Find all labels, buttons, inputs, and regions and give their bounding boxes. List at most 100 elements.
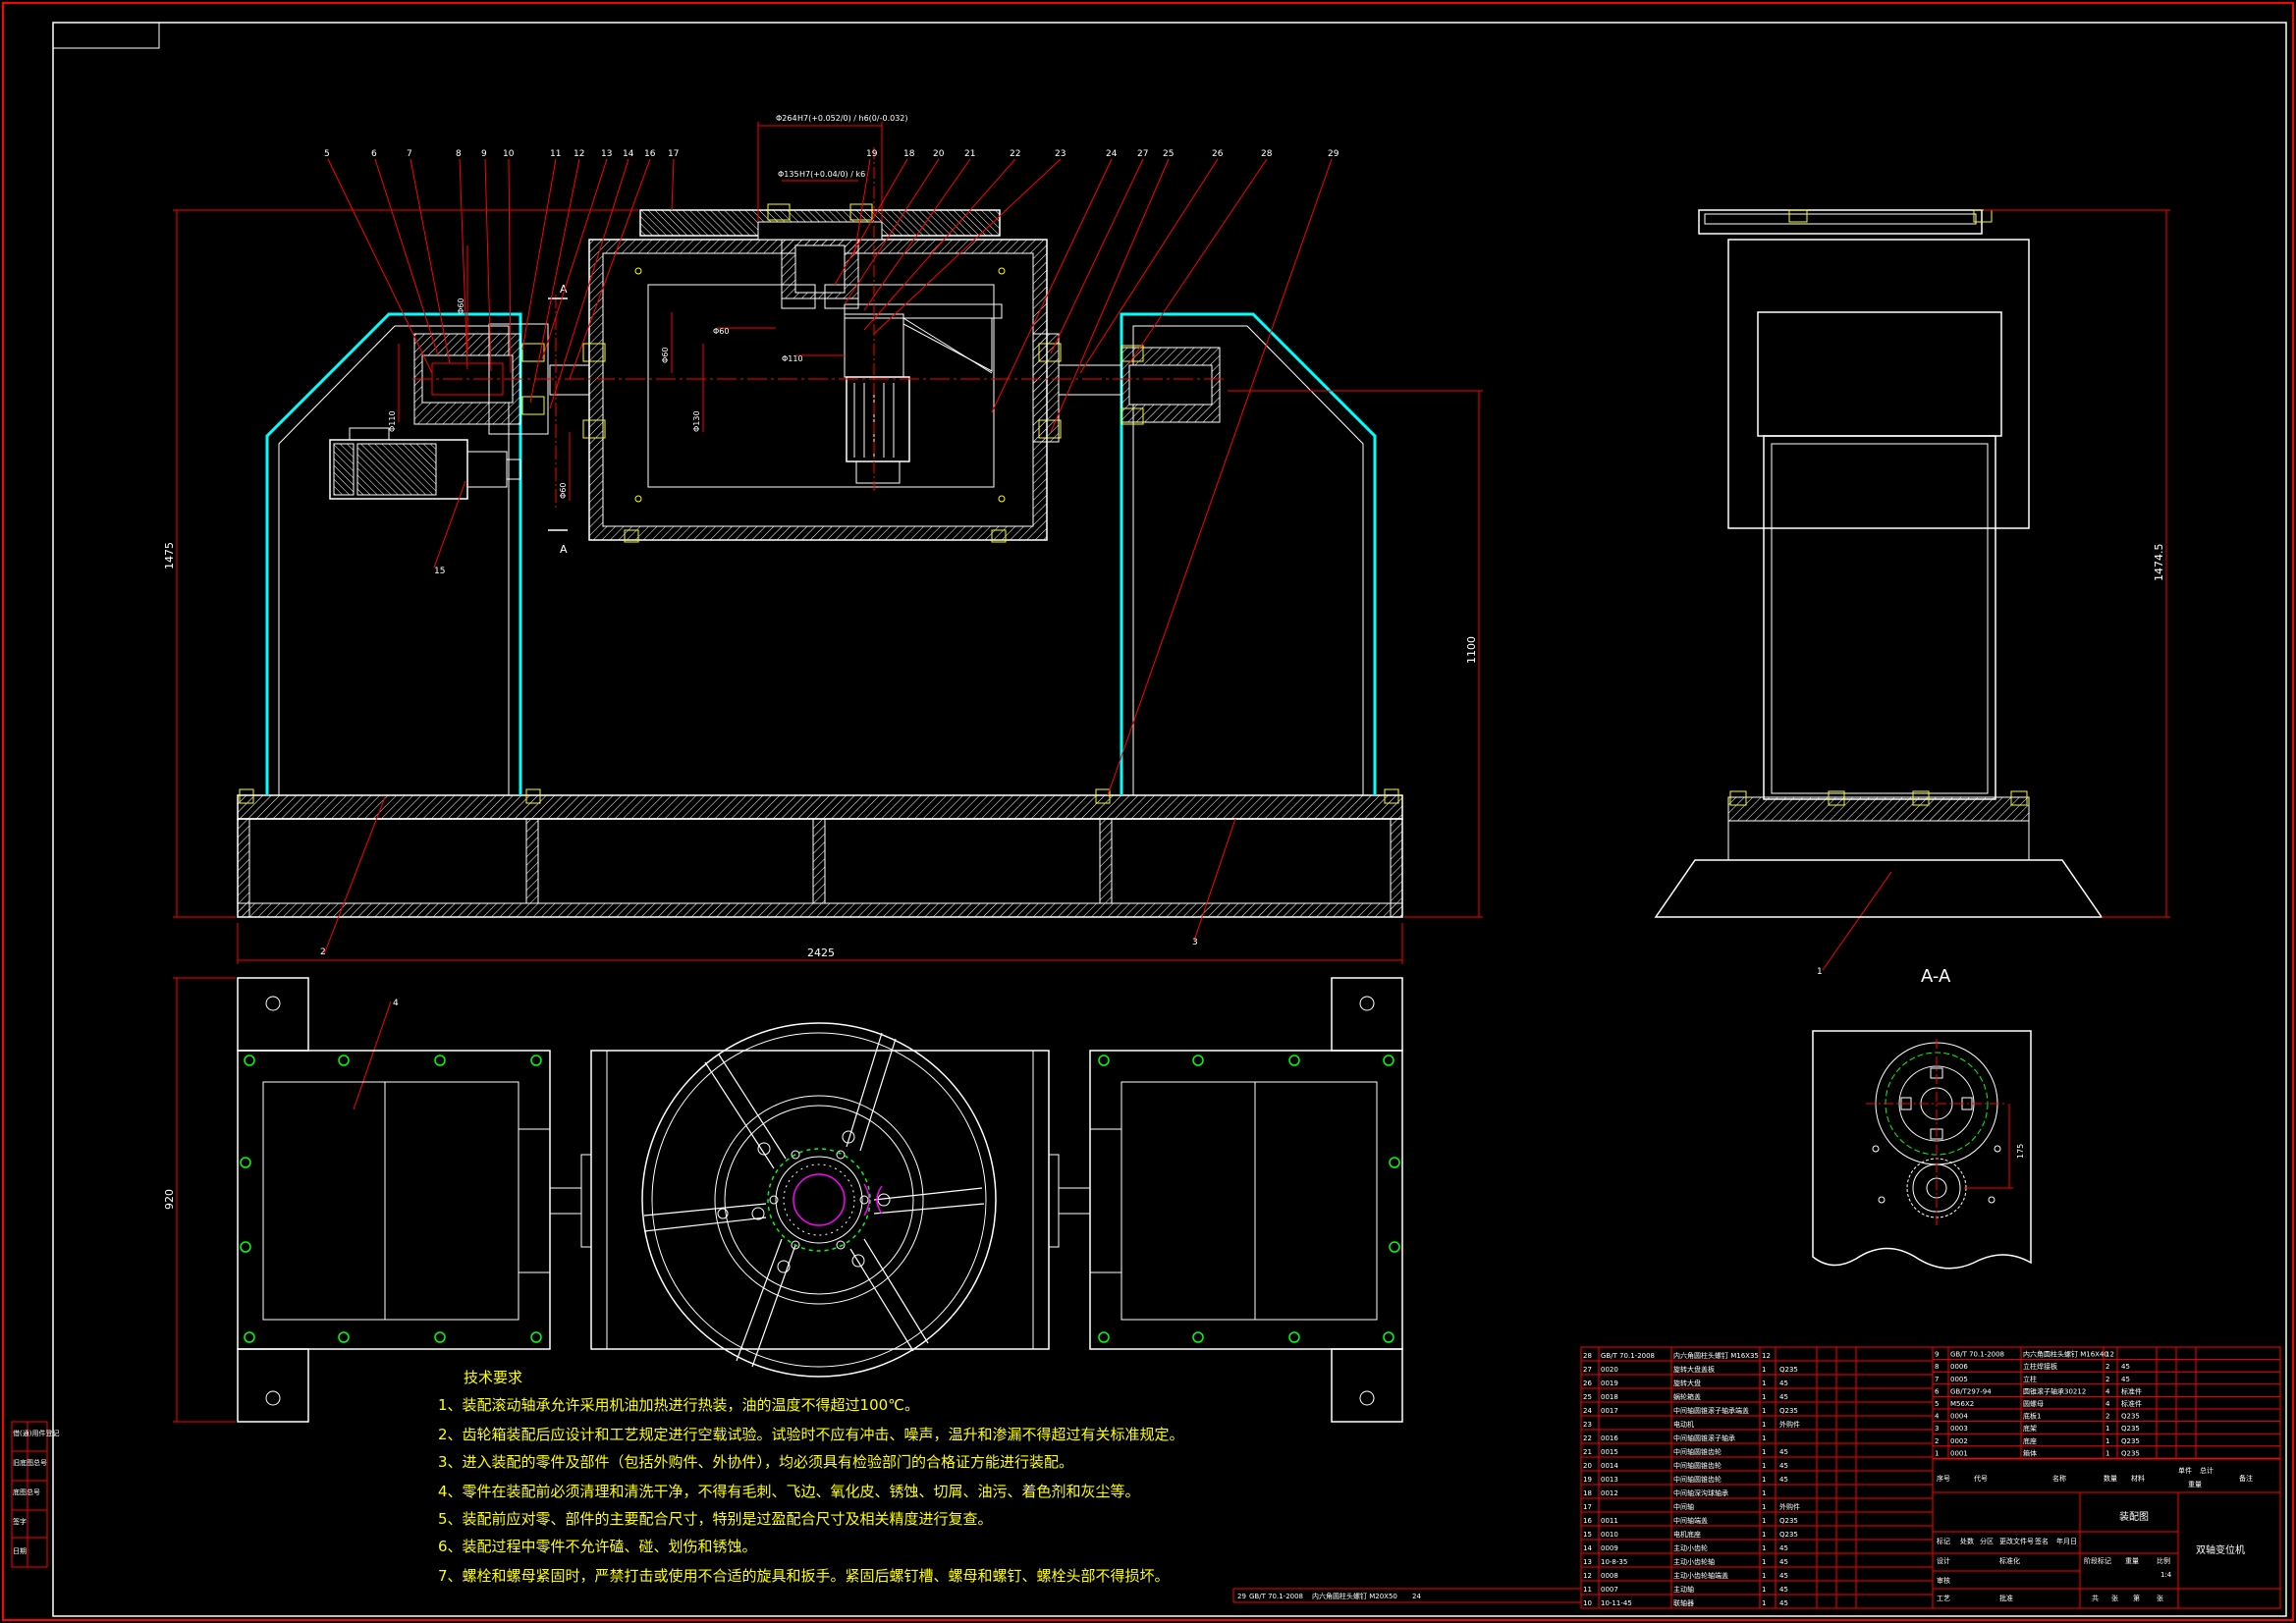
balloon-26: 26: [1212, 149, 1224, 159]
tb-zone: 分区: [1980, 1537, 1994, 1545]
bom-cell-mat: 45: [1779, 1558, 1788, 1566]
tb-sheet-b: 张: [2157, 1594, 2163, 1602]
product-name: 双轴变位机: [2196, 1543, 2245, 1556]
balloon-2: 2: [320, 947, 326, 957]
dim-fit-e: Φ60: [559, 483, 568, 499]
tb-count: 处数: [1960, 1537, 1974, 1545]
side-view: 1474.5 A-A: [1654, 209, 2170, 987]
bom-cell-name: 电动机: [1673, 1420, 1694, 1429]
stamp-0: 借(通)用件登记: [13, 1429, 59, 1437]
bom-cell-code: 0008: [1601, 1572, 1618, 1580]
front-view: [237, 147, 1403, 918]
bom-cell-code: 0011: [1601, 1517, 1618, 1525]
balloon-leaders: [323, 158, 1892, 1110]
balloon-25: 25: [1163, 149, 1174, 159]
note-4: 4、零件在装配前必须清理和清洗干净，不得有毛刺、飞边、氧化皮、锈蚀、切屑、油污、…: [438, 1483, 1140, 1500]
bom-cell-qty: 1: [1762, 1503, 1766, 1511]
dim-detail-offset: 175: [2016, 1144, 2025, 1159]
dim-fit-d: Φ130: [692, 410, 701, 432]
bom-cell-mat: 外购件: [1779, 1420, 1800, 1429]
bom-cell-no: 27: [1583, 1366, 1592, 1374]
bom-cell-qty: 1: [1762, 1407, 1766, 1415]
bom-cell-mat: 45: [1779, 1476, 1788, 1484]
dim-fit-shaft-a: Φ60: [713, 327, 729, 336]
stamp-4: 日期: [13, 1547, 27, 1555]
dim-fit-top: Φ264: [776, 114, 797, 123]
tb-sign: 签名: [2035, 1537, 2049, 1545]
bom-cell-qty: 1: [2105, 1449, 2109, 1457]
bom-cell-name: 底板1: [2023, 1412, 2041, 1421]
bom-cell-code: 0002: [1950, 1437, 1968, 1445]
bom-cell-name: 圆螺母: [2023, 1399, 2044, 1408]
bom-cell-no: 4: [1935, 1413, 1940, 1421]
bom-h-total: 总计: [2200, 1466, 2214, 1475]
tb-approve: 批准: [1999, 1594, 2013, 1602]
bom-cell-mat: 标准件: [2121, 1386, 2142, 1395]
bom-cell-qty: 12: [1762, 1352, 1771, 1360]
bom-cell-no: 28: [1583, 1352, 1592, 1360]
bom-h-code: 代号: [1974, 1474, 1988, 1483]
bom-cell-mat: 45: [1779, 1586, 1788, 1594]
bom-cell-no: 25: [1583, 1393, 1592, 1401]
bom-cell-no: 14: [1583, 1544, 1592, 1552]
bom-cell-code: 0014: [1601, 1462, 1618, 1470]
bom-cell-code: 0019: [1601, 1380, 1618, 1387]
tb-weight: 重量: [2125, 1557, 2139, 1565]
balloon-21: 21: [964, 149, 975, 159]
bom-cell-qty: 4: [2105, 1387, 2110, 1395]
bom-cell-mat: 45: [1779, 1448, 1788, 1456]
bom-cell-code: 0001: [1950, 1449, 1968, 1457]
bom-cell-mat: 45: [1779, 1572, 1788, 1580]
bom-cell-code: 0013: [1601, 1476, 1618, 1484]
balloon-29: 29: [1328, 149, 1339, 159]
balloon-27: 27: [1137, 149, 1148, 159]
bom-cell-qty: 1: [1762, 1489, 1766, 1497]
bom-cell-code: 0009: [1601, 1544, 1618, 1552]
bom-cell-mat: 45: [2121, 1363, 2130, 1371]
bom-cell-name: 主动小齿轮轴端盖: [1673, 1571, 1728, 1580]
bom-cell-no: 1: [1935, 1449, 1939, 1457]
bom-cell-name: 底座: [2023, 1436, 2037, 1445]
bom-cell-no: 9: [1935, 1351, 1939, 1359]
bom-cell-mat: 45: [1779, 1380, 1788, 1387]
bom-cell-code: 0004: [1950, 1413, 1968, 1421]
bom-cell-code: 0015: [1601, 1448, 1618, 1456]
title-block: 装配图 双轴变位机 1:4 标记 处数 分区 更改文件号 签名 年月日 设计 标…: [1933, 1492, 2280, 1608]
bom-cell-name: 旋转大盘: [1673, 1379, 1701, 1387]
bom-cell-name: 主动轴: [1673, 1585, 1694, 1594]
bom-cell-name: 主动小齿轮: [1673, 1543, 1708, 1552]
section-view-label: A-A: [1921, 966, 1951, 987]
bom-h-unit: 单件: [2178, 1466, 2192, 1475]
balloon-19: 19: [866, 149, 878, 159]
tb-stage: 阶段标记: [2084, 1556, 2111, 1565]
bom-cell-qty: 1: [1762, 1434, 1766, 1442]
bom-cell-code: 10-8-35: [1601, 1558, 1627, 1566]
dim-overall-width: 2425: [807, 947, 835, 959]
dim-fit-mid-tol: H7(+0.04/0) / k6: [799, 170, 865, 179]
bom-cell-qty: 2: [2105, 1363, 2109, 1371]
bom-h-name: 名称: [2052, 1474, 2066, 1483]
balloon-11: 11: [550, 149, 561, 159]
bom-cell-name: 中间轴: [1673, 1502, 1694, 1511]
bom-cell-name: 中间轴深沟球轴承: [1673, 1488, 1728, 1497]
balloon-22: 22: [1010, 149, 1020, 159]
balloon-23: 23: [1055, 149, 1066, 159]
bom-h-no: 序号: [1937, 1474, 1950, 1483]
dim-overall-height: 1475: [163, 542, 176, 569]
bom-cell-qty: 1: [1762, 1544, 1766, 1552]
technical-notes: 技术要求 1、装配滚动轴承允许采用机油加热进行热装，油的温度不得超过100℃。 …: [438, 1369, 1184, 1585]
bom-cell-qty: 1: [1762, 1558, 1766, 1566]
bom-cell-code: GB/T 70.1-2008: [1950, 1351, 2004, 1359]
bom-cell-qty: 1: [1762, 1572, 1766, 1580]
balloon-17: 17: [668, 149, 679, 159]
bom-cell-code: GB/T 70.1-2008: [1601, 1352, 1655, 1360]
bom-h-remark: 备注: [2239, 1474, 2253, 1483]
note-3: 3、进入装配的零件及部件（包括外购件、外协件），均必须具有检验部门的合格证方能进…: [438, 1453, 1073, 1471]
note-6: 6、装配过程中零件不允许磕、碰、划伤和锈蚀。: [438, 1538, 757, 1555]
side-stamp-table: 借(通)用件登记 旧底图总号 底图总号 签字 日期: [11, 1421, 59, 1568]
bom-cell-qty: 1: [2105, 1425, 2109, 1433]
tb-date: 年月日: [2056, 1537, 2077, 1545]
bom-extra-code: GB/T 70.1-2008: [1249, 1593, 1303, 1600]
bom-cell-no: 7: [1935, 1376, 1939, 1383]
bom-cell-mat: 45: [1779, 1599, 1788, 1607]
